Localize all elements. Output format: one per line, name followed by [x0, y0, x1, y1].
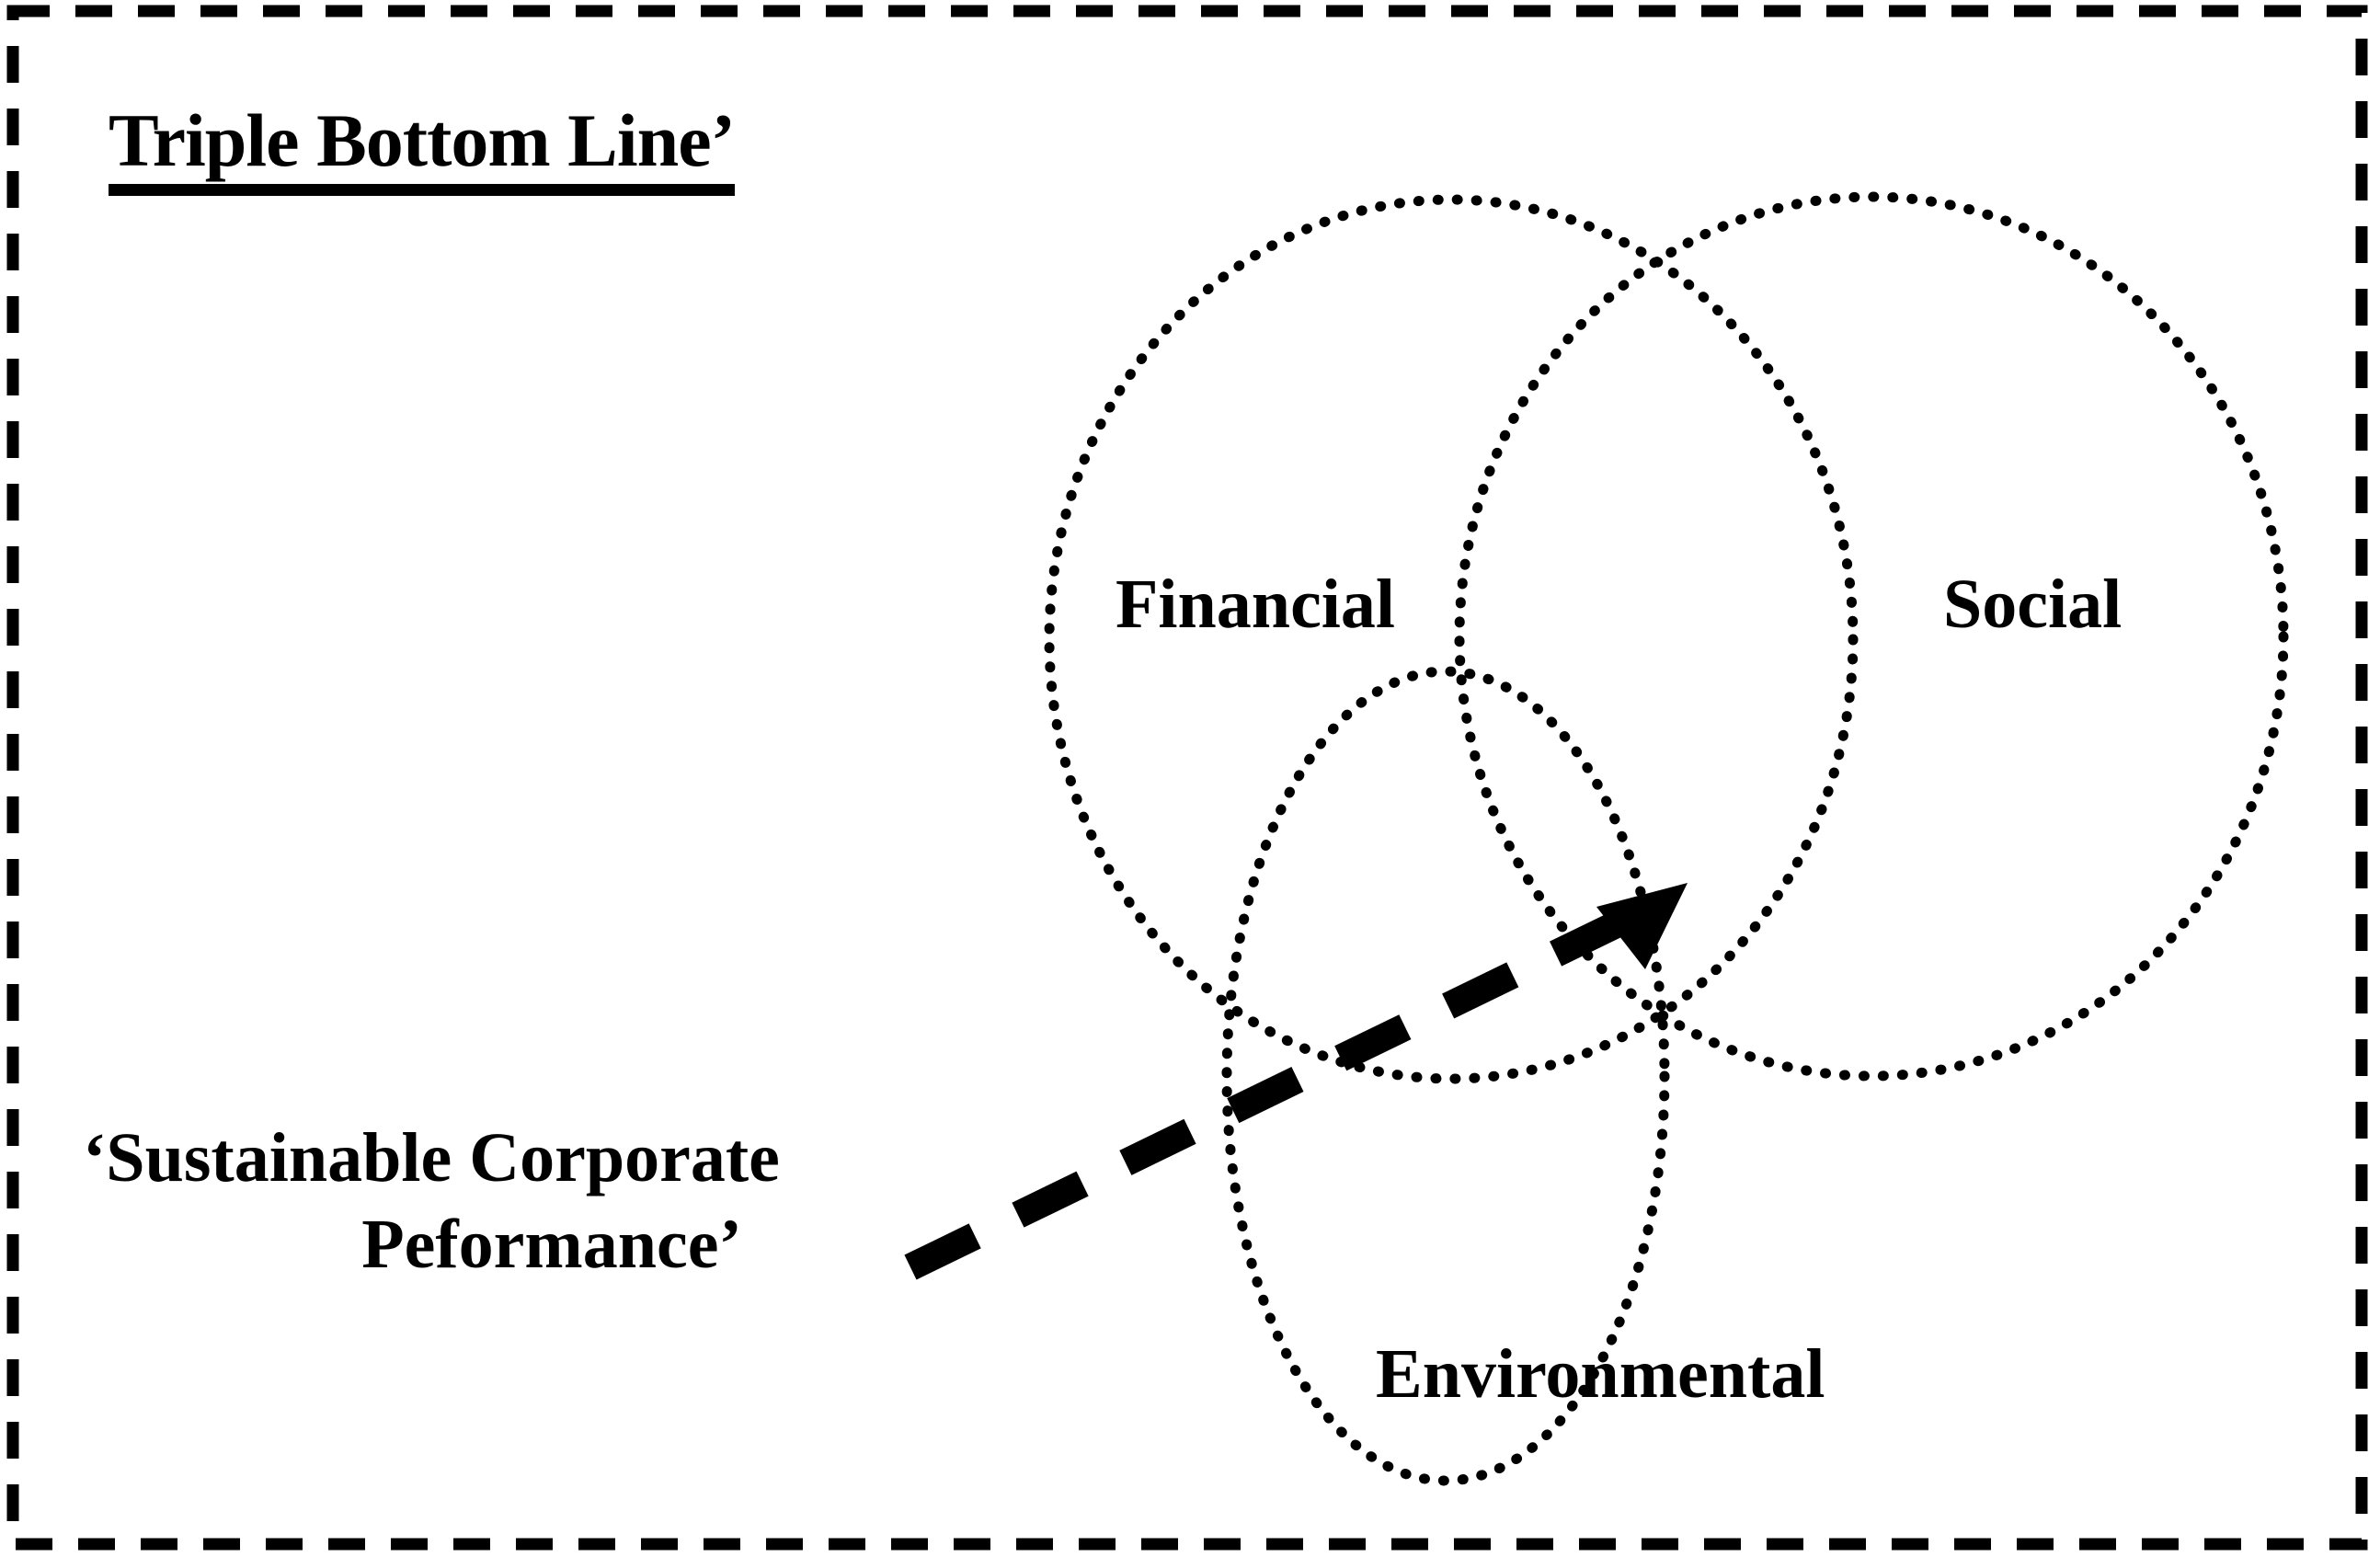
- circle-label-financial: Financial: [1116, 566, 1396, 643]
- circle-financial: [1044, 194, 1859, 1084]
- page-title: Triple Bottom Line’: [109, 100, 736, 197]
- circle-label-social: Social: [1943, 566, 2123, 643]
- arrow-shaft: [904, 908, 1631, 1280]
- circle-social: [1454, 191, 2289, 1082]
- circle-label-environmental: Environmental: [1376, 1335, 1825, 1413]
- arrow-head-icon: [1596, 883, 1688, 969]
- arrow-caption-line-2: Peformance’: [361, 1205, 742, 1283]
- figure-border: [6, 5, 2368, 1551]
- arrow-caption: ‘Sustainable Corporate Peformance’: [83, 1119, 1021, 1283]
- arrow-caption-line-1: ‘Sustainable Corporate: [83, 1119, 780, 1196]
- circle-environmental: [1221, 666, 1670, 1486]
